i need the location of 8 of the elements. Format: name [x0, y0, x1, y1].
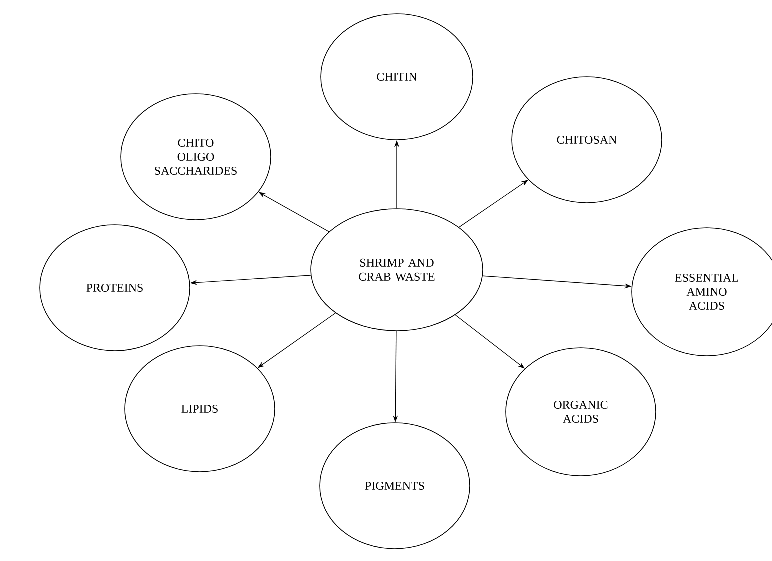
- ellipse-node: CHITIN: [320, 14, 474, 140]
- ellipse-node: CHITOSAN: [512, 76, 662, 204]
- ellipse-node: CHITO OLIGO SACCHARIDES: [120, 94, 272, 220]
- ellipse-node: LIPIDS: [124, 346, 276, 472]
- ellipse-node: PROTEINS: [40, 224, 190, 352]
- ellipse-node: PIGMENTS: [320, 422, 470, 550]
- ellipse-node: ORGANIC ACIDS: [506, 348, 656, 476]
- ellipse-node: SHRIMP AND CRAB WASTE: [310, 208, 484, 332]
